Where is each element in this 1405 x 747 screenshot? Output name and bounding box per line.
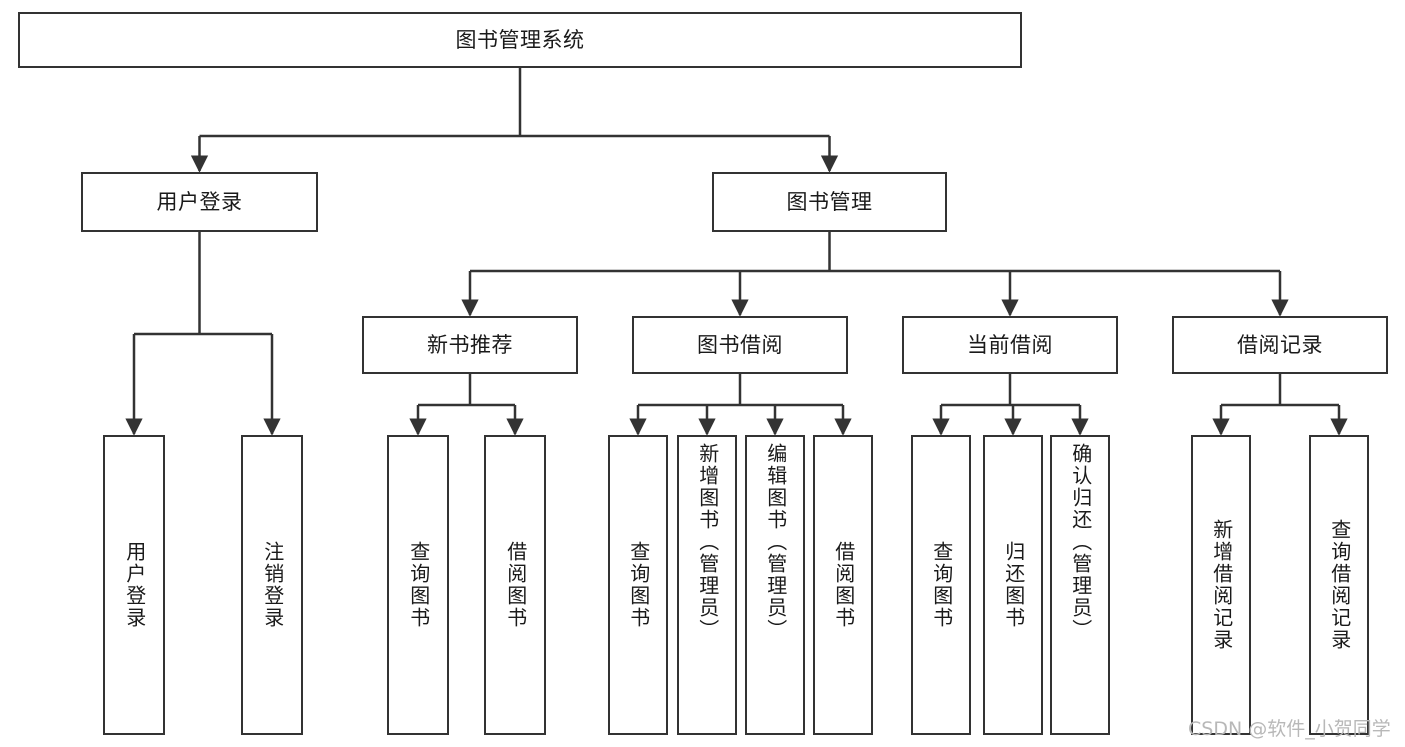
node-label: 用户登录 — [156, 189, 243, 214]
node-label: 新增借阅记录 — [1209, 519, 1234, 651]
node-label: 新增图书（管理员） — [695, 443, 720, 641]
node-label: 图书管理 — [786, 189, 873, 214]
node-label: 图书管理系统 — [455, 27, 585, 52]
node-label: 新书推荐 — [427, 332, 513, 357]
node-l_nb_b[interactable]: 借阅图书 — [484, 435, 546, 735]
node-label: 注销登录 — [260, 541, 285, 629]
node-login[interactable]: 用户登录 — [81, 172, 318, 232]
node-l_br_q[interactable]: 查询图书 — [608, 435, 668, 735]
node-l_login[interactable]: 用户登录 — [103, 435, 165, 735]
node-label: 查询图书 — [929, 541, 954, 629]
node-label: 图书借阅 — [697, 332, 783, 357]
node-label: 确认归还（管理员） — [1068, 443, 1093, 641]
node-bookmgmt[interactable]: 图书管理 — [712, 172, 947, 232]
node-l_br_b[interactable]: 借阅图书 — [813, 435, 873, 735]
node-newbook[interactable]: 新书推荐 — [362, 316, 578, 374]
node-l_cu_q[interactable]: 查询图书 — [911, 435, 971, 735]
node-l_rc_add[interactable]: 新增借阅记录 — [1191, 435, 1251, 735]
node-root[interactable]: 图书管理系统 — [18, 12, 1022, 68]
node-l_br_edit[interactable]: 编辑图书（管理员） — [745, 435, 805, 735]
node-label: 查询图书 — [406, 541, 431, 629]
node-l_logout[interactable]: 注销登录 — [241, 435, 303, 735]
node-records[interactable]: 借阅记录 — [1172, 316, 1388, 374]
node-l_nb_q[interactable]: 查询图书 — [387, 435, 449, 735]
node-l_rc_q[interactable]: 查询借阅记录 — [1309, 435, 1369, 735]
node-label: 当前借阅 — [967, 332, 1053, 357]
node-label: 用户登录 — [122, 541, 147, 629]
node-label: 查询图书 — [626, 541, 651, 629]
node-l_cu_r[interactable]: 归还图书 — [983, 435, 1043, 735]
node-label: 借阅图书 — [831, 541, 856, 629]
node-label: 查询借阅记录 — [1327, 519, 1352, 651]
node-label: 编辑图书（管理员） — [763, 443, 788, 641]
node-label: 借阅记录 — [1237, 332, 1323, 357]
node-label: 借阅图书 — [503, 541, 528, 629]
node-current[interactable]: 当前借阅 — [902, 316, 1118, 374]
node-l_cu_c[interactable]: 确认归还（管理员） — [1050, 435, 1110, 735]
node-label: 归还图书 — [1001, 541, 1026, 629]
node-l_br_add[interactable]: 新增图书（管理员） — [677, 435, 737, 735]
watermark: CSDN @软件_小贺同学 — [1188, 718, 1391, 740]
node-borrow[interactable]: 图书借阅 — [632, 316, 848, 374]
